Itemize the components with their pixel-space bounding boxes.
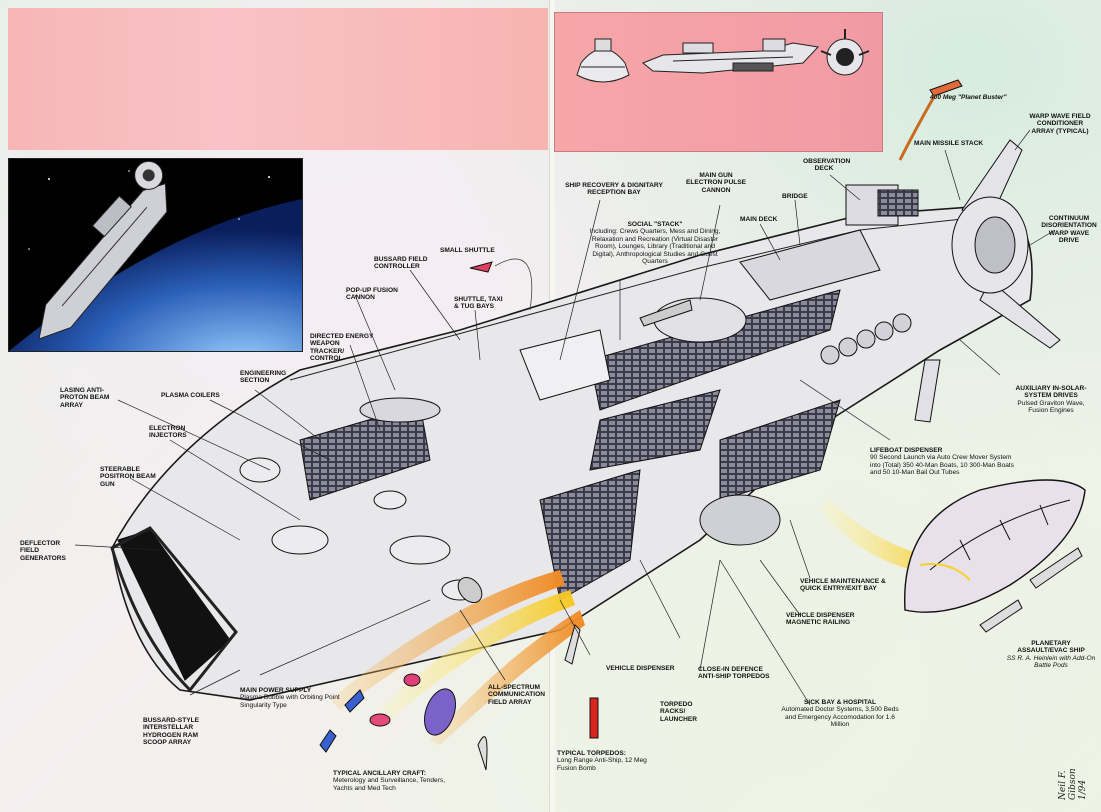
main-hull [110, 139, 1061, 701]
label-planet-buster: 400 Meg "Planet Buster" [930, 94, 1007, 101]
label-deflector-generators: DEFLECTOR FIELD GENERATORS [20, 540, 66, 562]
photo-ship [38, 160, 168, 340]
label-observation-deck: OBSERVATION DECK [803, 158, 851, 173]
lifeboat-body: 90 Second Launch via Auto Crew Mover Sys… [870, 454, 1015, 477]
label-main-gun: MAIN GUN ELECTRON PULSE CANNON [685, 172, 747, 194]
label-main-missile-stack: MAIN MISSILE STACK [914, 140, 984, 147]
label-auxiliary-drives: AUXILIARY IN-SOLAR-SYSTEM DRIVES Pulsed … [1010, 385, 1092, 415]
label-directed-energy: DIRECTED ENERGY WEAPON TRACKER/ CONTROL [310, 333, 374, 363]
label-all-spectrum-array: ALL-SPECTRUM COMMUNICATION FIELD ARRAY [488, 684, 546, 706]
title-band [8, 8, 548, 150]
rear-view [820, 29, 870, 76]
typical-torp-title: TYPICAL TORPEDOS: [557, 750, 626, 757]
label-lifeboat-dispenser: LIFEBOAT DISPENSER 90 Second Launch via … [870, 447, 1015, 477]
typical-torp-body: Long Range Anti-Ship, 12 Meg Fusion Bomb [557, 757, 647, 772]
artist-signature: Neil F. Gibson 1/94 [1058, 768, 1088, 800]
label-lasing-array: LASING ANTI-PROTON BEAM ARRAY [60, 387, 110, 409]
label-popup-fusion-cannon: POP-UP FUSION CANNON [346, 287, 398, 302]
leader-lines [74, 129, 1056, 706]
label-warp-field: WARP WAVE FIELD CONDITIONER ARRAY (TYPIC… [1029, 113, 1091, 135]
label-typical-torpedos: TYPICAL TORPEDOS: Long Range Anti-Ship, … [557, 750, 657, 772]
ship-in-orbit-illustration [9, 160, 302, 351]
orthographic-views [576, 29, 870, 83]
planet-buster-missile [929, 79, 963, 97]
evac-ship [904, 479, 1086, 633]
label-continuum-drive: CONTINUUM DISORIENTATION WARP WAVE DRIVE [1041, 215, 1097, 245]
label-bridge: BRIDGE [782, 193, 808, 200]
planetary-body: SS R. A. Heinlein with Add-On Battle Pod… [1006, 654, 1096, 670]
label-ship-recovery: SHIP RECOVERY & DIGNITARY RECEPTION BAY [565, 182, 663, 197]
label-main-power: MAIN POWER SUPPLY Plasma Bubble with Orb… [240, 687, 342, 709]
lifeboat-title: LIFEBOAT DISPENSER [870, 447, 943, 454]
label-sick-bay: SICK BAY & HOSPITAL Automated Doctor Sys… [780, 699, 900, 729]
aux-drives-title: AUXILIARY IN-SOLAR-SYSTEM DRIVES [1015, 385, 1087, 400]
small-shuttle [469, 261, 493, 273]
typical-torpedo [589, 697, 599, 739]
aux-drives-body: Pulsed Graviton Wave, Fusion Engines [1017, 399, 1085, 415]
label-torpedo-racks: TORPEDO RACKS/ LAUNCHER [660, 701, 697, 723]
label-ancillary-craft: TYPICAL ANCILLARY CRAFT: Meterology and … [333, 770, 453, 792]
side-view [642, 38, 820, 74]
label-planetary-assault: PLANETARY ASSAULT/EVAC SHIP SS R. A. Hei… [1006, 640, 1096, 670]
label-shuttle-bays: SHUTTLE, TAXI & TUG BAYS [454, 296, 503, 311]
label-bussard-scoop: BUSSARD-STYLE INTERSTELLAR HYDROGEN RAM … [143, 717, 200, 747]
label-social-stack: SOCIAL "STACK" Including: Crews Quarters… [585, 221, 725, 265]
planetary-title: PLANETARY ASSAULT/EVAC SHIP [1017, 640, 1085, 655]
social-stack-title: SOCIAL "STACK" [627, 221, 683, 228]
front-view [576, 38, 630, 83]
main-power-title: MAIN POWER SUPPLY [240, 687, 312, 694]
sick-bay-body: Automated Doctor Systems, 3,500 Beds and… [781, 706, 899, 729]
label-close-in-defence: CLOSE-IN DEFENCE ANTI-SHIP TORPEDOS [698, 666, 770, 681]
sick-bay-title: SICK BAY & HOSPITAL [803, 699, 877, 706]
label-plasma-coilers: PLASMA COILERS [161, 392, 220, 399]
title-band-views [554, 12, 883, 152]
label-vehicle-maintenance: VEHICLE MAINTENANCE & QUICK ENTRY/EXIT B… [800, 578, 886, 593]
space-photo [8, 158, 303, 352]
label-steerable-gun: STEERABLE POSITRON BEAM GUN [100, 466, 156, 488]
ancillary-craft [319, 576, 488, 771]
label-engineering-section: ENGINEERING SECTION [240, 370, 287, 385]
label-main-deck: MAIN DECK [740, 216, 778, 223]
ancillary-title: TYPICAL ANCILLARY CRAFT: [333, 770, 427, 777]
label-vehicle-dispenser-railing: VEHICLE DISPENSER MAGNETIC RAILING [786, 612, 855, 627]
label-bussard-controller: BUSSARD FIELD CONTROLLER [374, 256, 428, 271]
label-vehicle-dispenser: VEHICLE DISPENSER [606, 665, 675, 672]
social-stack-body: Including: Crews Quarters, Mess and Dini… [589, 228, 721, 266]
label-small-shuttle: SMALL SHUTTLE [440, 247, 495, 254]
ancillary-body: Meterology and Surveillance, Tenders, Ya… [333, 777, 446, 792]
main-power-body: Plasma Bubble with Orbiting Point Singul… [240, 694, 340, 709]
label-electron-injectors: ELECTRON INJECTORS [149, 425, 187, 440]
